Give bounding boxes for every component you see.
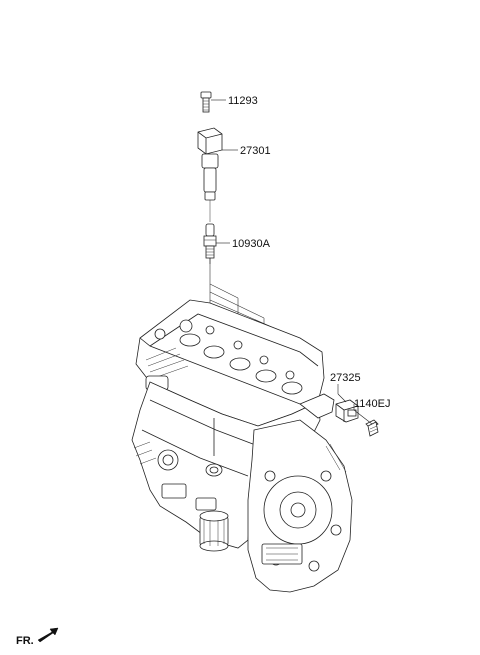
part-label-27325: 27325 xyxy=(330,372,361,384)
bolt-1140EJ xyxy=(365,419,379,437)
front-arrow-icon xyxy=(37,627,59,643)
oil-filter xyxy=(199,510,229,552)
spark-plug-10930A xyxy=(203,223,217,264)
bolt-11293 xyxy=(200,91,212,113)
leader-lines xyxy=(211,99,373,425)
knock-sensor-27325 xyxy=(335,399,359,423)
front-direction-label: FR. xyxy=(16,635,34,647)
engine-assembly xyxy=(131,299,353,593)
part-label-1140EJ: 1140EJ xyxy=(354,398,391,410)
part-label-11293: 11293 xyxy=(228,95,258,107)
part-label-27301: 27301 xyxy=(240,145,271,157)
bell-housing xyxy=(247,419,353,593)
part-label-10930A: 10930A xyxy=(232,238,271,250)
ignition-coil-27301 xyxy=(197,127,223,222)
